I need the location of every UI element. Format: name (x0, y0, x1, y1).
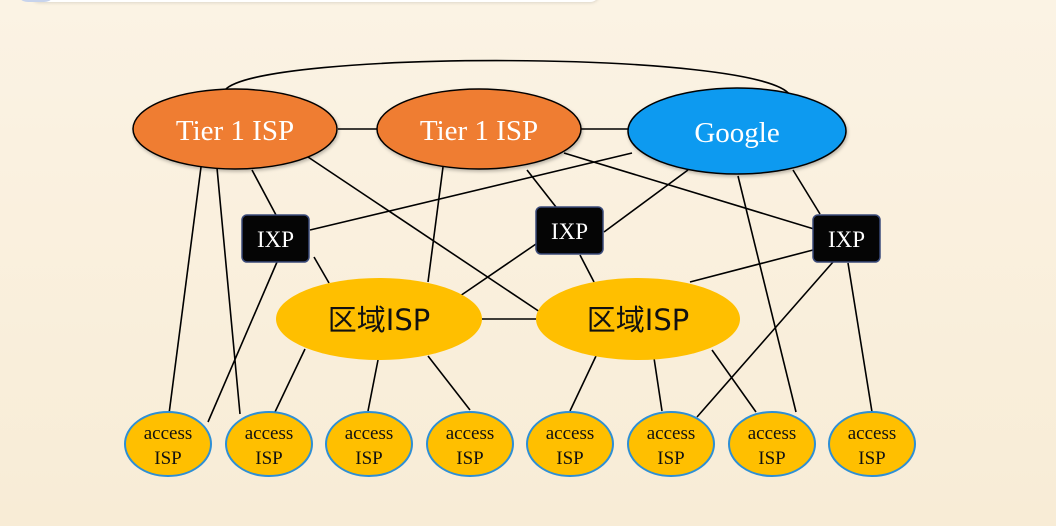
regional-isp-b: 区域ISP (536, 278, 740, 360)
link-ixpright-access6 (696, 261, 834, 418)
access-isp-6-line2: ISP (657, 448, 684, 469)
ixp-mid: IXP (535, 206, 604, 255)
access-isp-3-line2: ISP (355, 448, 382, 469)
access-isp-8-line1: access (848, 423, 897, 444)
access-isp-6-line1: access (647, 423, 696, 444)
link-regionalb-access5 (569, 355, 597, 412)
ixp-left-label: IXP (257, 227, 294, 252)
link-tier1a-access1 (168, 166, 202, 415)
link-ixpright-access8 (847, 262, 873, 413)
access-isp-4: access ISP (426, 411, 514, 477)
toolbar-accent (16, 0, 56, 2)
link-ixpmid-regionala (459, 243, 537, 297)
tier1-isp-a-label: Tier 1 ISP (176, 115, 294, 147)
link-tier1a-access2 (216, 167, 241, 415)
access-isp-1: access ISP (124, 411, 212, 477)
link-google-ixpmid (603, 169, 689, 233)
access-isp-3: access ISP (325, 411, 413, 477)
access-isp-6: access ISP (627, 411, 715, 477)
links-layer (168, 59, 873, 423)
link-regionalb-access7 (711, 349, 757, 413)
access-isp-5: access ISP (526, 411, 614, 477)
link-arc-tier1a-google (224, 59, 791, 96)
access-isp-8: access ISP (828, 411, 916, 477)
link-ixpright-regionalb (689, 249, 814, 283)
tier1-isp-b-label: Tier 1 ISP (420, 115, 538, 147)
link-google-ixpright (792, 169, 821, 215)
access-isp-7-line2: ISP (758, 448, 785, 469)
link-ixpmid-regionalb (579, 254, 595, 283)
access-isp-3-line1: access (345, 423, 394, 444)
access-isp-7-line1: access (748, 423, 797, 444)
link-google-access7 (737, 175, 797, 413)
regional-isp-b-label: 区域ISP (587, 303, 689, 337)
link-tier1a-regionalb (307, 156, 541, 313)
access-isp-1-line2: ISP (154, 448, 181, 469)
ixp-left: IXP (241, 214, 310, 263)
link-tier1a-ixpleft (251, 169, 277, 216)
tier1-isp-a: Tier 1 ISP (132, 88, 338, 170)
access-isp-4-line2: ISP (456, 448, 483, 469)
access-isp-2: access ISP (225, 411, 313, 477)
google-label: Google (694, 117, 779, 149)
link-regionala-access3 (367, 359, 379, 412)
access-isp-7: access ISP (728, 411, 816, 477)
access-isp-1-line1: access (144, 423, 193, 444)
ixp-right: IXP (812, 214, 881, 263)
link-tier1b-ixpright (563, 152, 815, 230)
ixp-right-label: IXP (828, 227, 865, 252)
access-isp-2-line1: access (245, 423, 294, 444)
access-isp-5-line1: access (546, 423, 595, 444)
link-regionala-access2 (274, 348, 306, 413)
link-regionala-access4 (427, 355, 471, 411)
link-ixpleft-regionala (313, 256, 330, 284)
link-tier1b-ixpmid (526, 169, 557, 208)
google-node: Google (627, 87, 847, 175)
access-isp-8-line2: ISP (858, 448, 885, 469)
tier1-isp-b: Tier 1 ISP (376, 88, 582, 170)
access-isp-2-line2: ISP (255, 448, 282, 469)
ixp-mid-label: IXP (551, 219, 588, 244)
access-isp-4-line1: access (446, 423, 495, 444)
regional-isp-a: 区域ISP (276, 278, 482, 360)
link-google-ixpleft (309, 152, 633, 231)
access-isp-5-line2: ISP (556, 448, 583, 469)
link-ixpleft-access1 (207, 261, 278, 423)
link-tier1b-regionala (427, 166, 444, 283)
top-toolbar-fragment (30, 0, 600, 2)
link-regionalb-access6 (653, 357, 663, 412)
regional-isp-a-label: 区域ISP (328, 303, 430, 337)
